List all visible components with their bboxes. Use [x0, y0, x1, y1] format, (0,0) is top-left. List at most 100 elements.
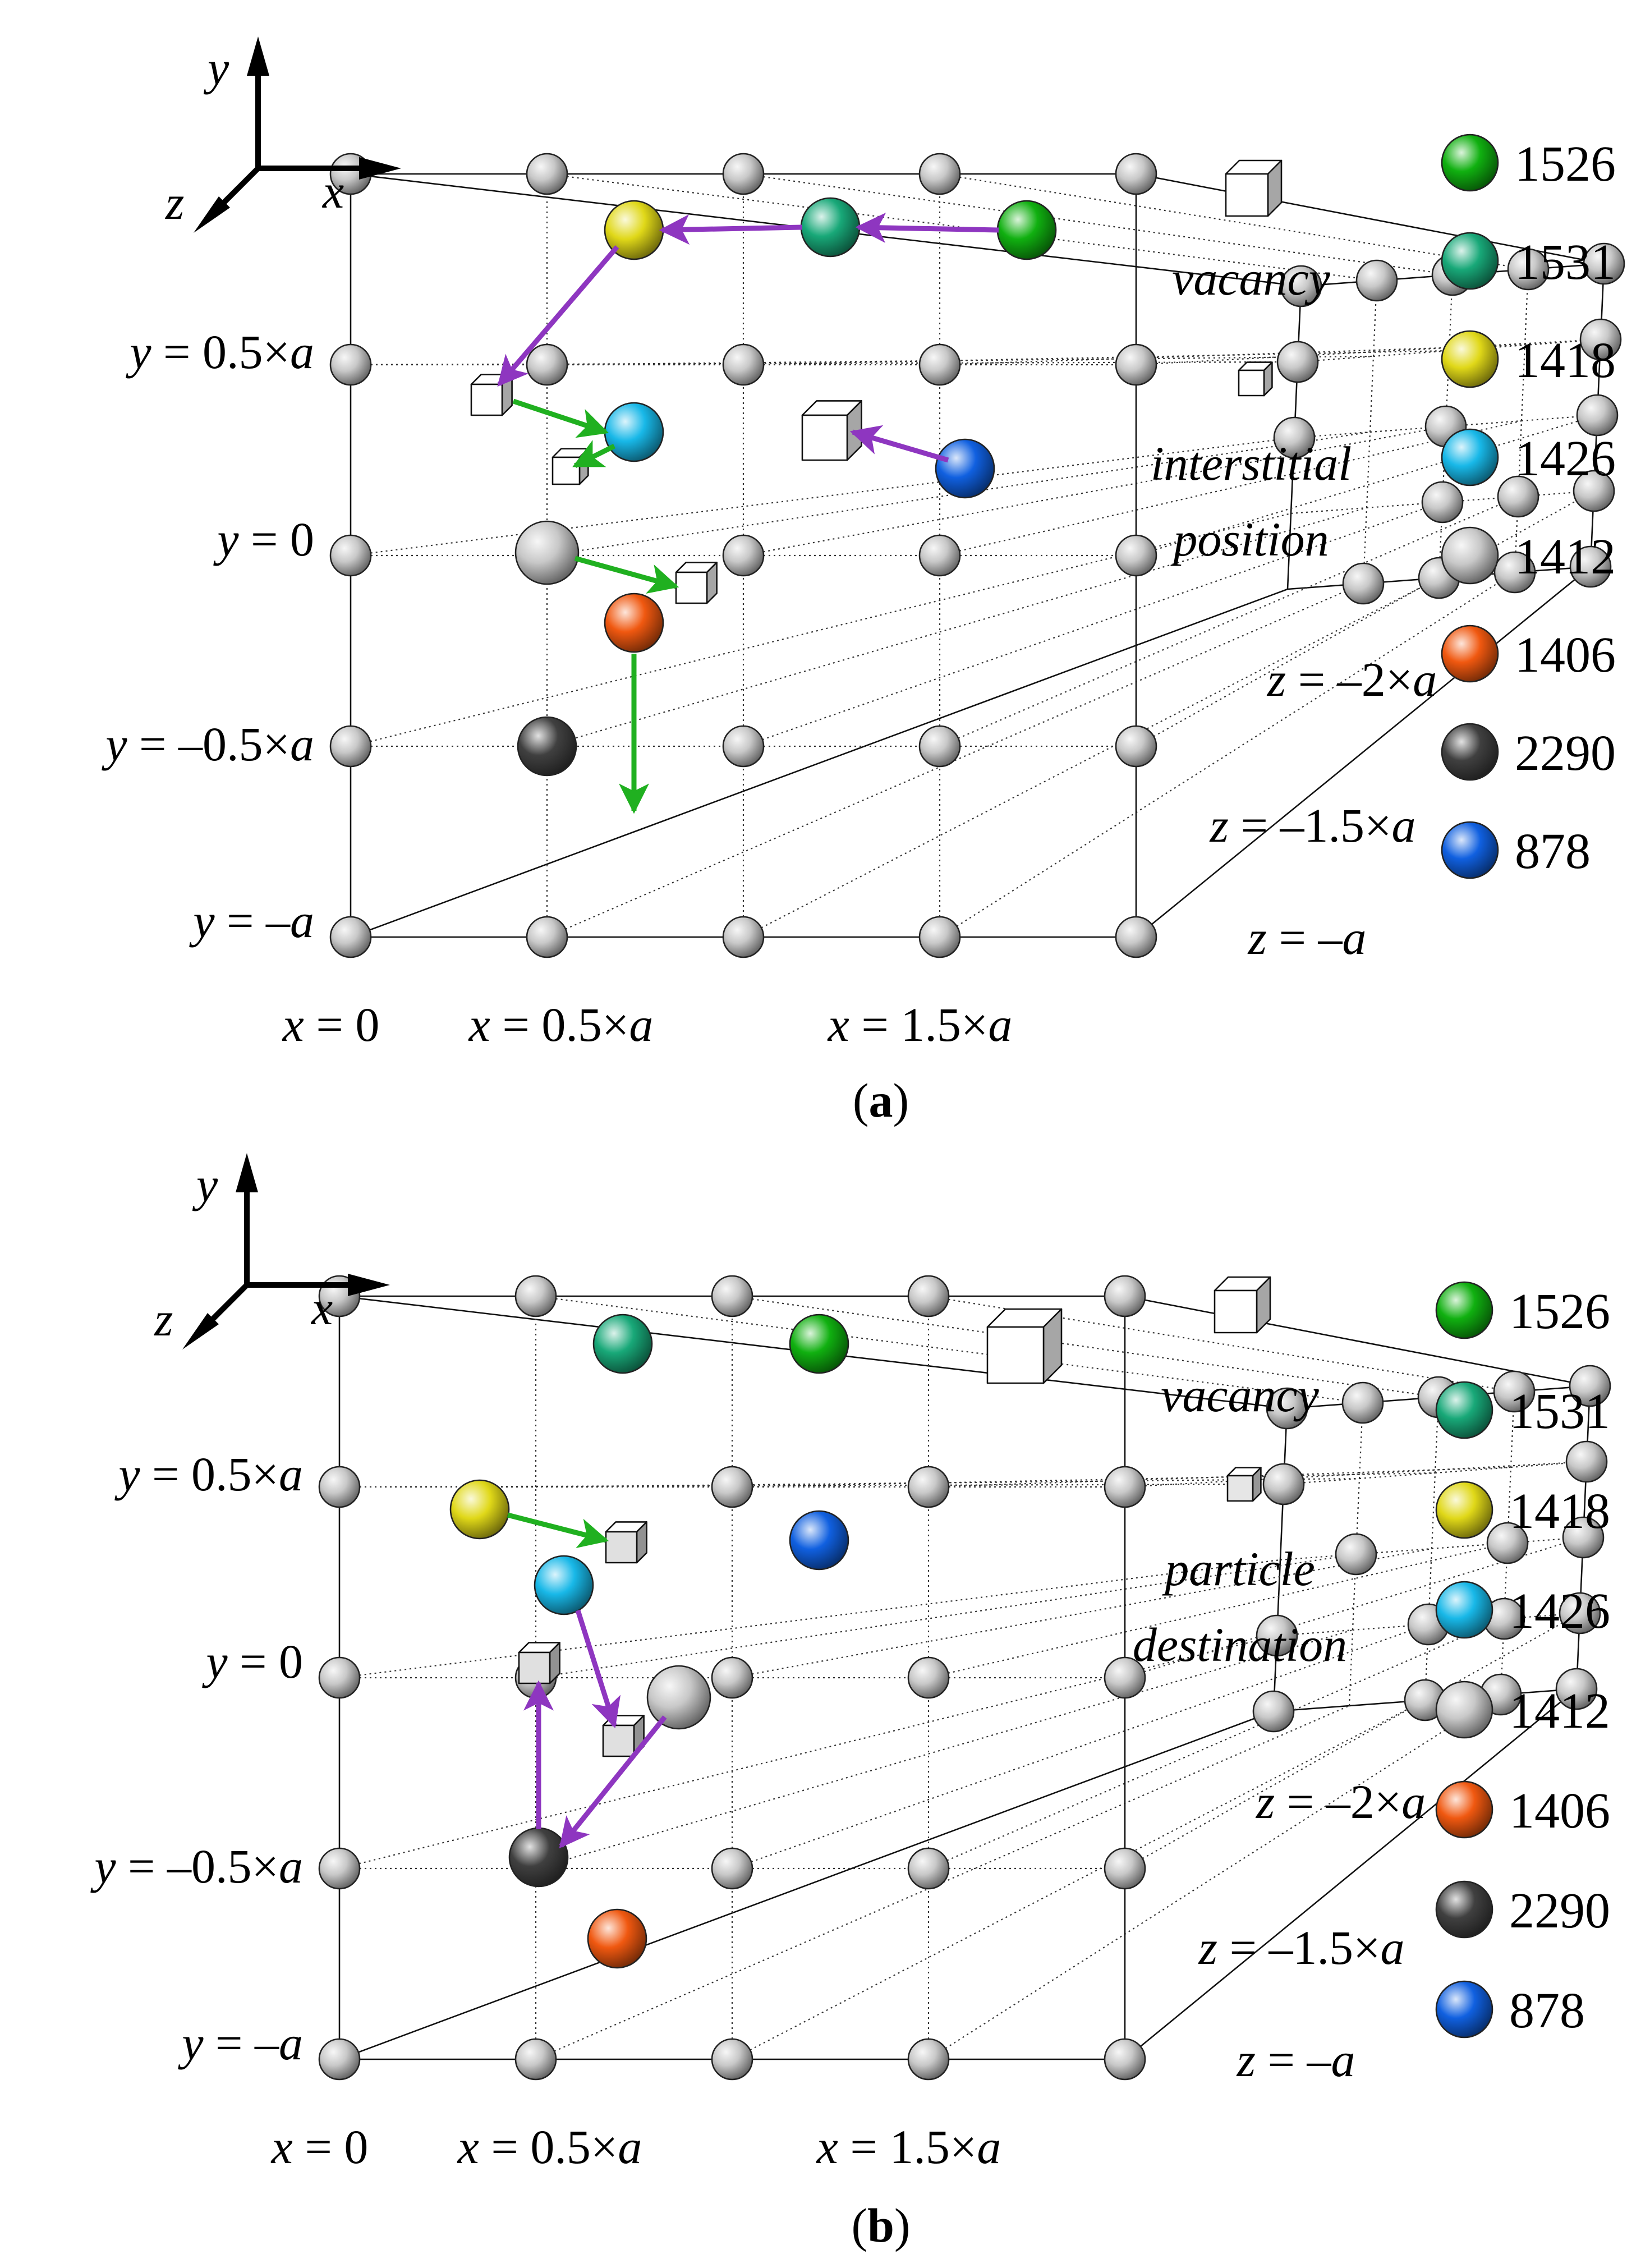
grid-line	[546, 507, 1367, 747]
panel-a-x-label: x = 1.5×a	[827, 998, 1013, 1052]
green-move-arrow	[572, 440, 616, 469]
panel-a-legend-label-1531: 1531	[1515, 235, 1616, 290]
panel-b-key-site-label: destination	[1133, 1618, 1347, 1672]
panel-a-atom-1412	[1569, 545, 1612, 588]
z-axis-label: z	[165, 176, 184, 229]
panel-a-atom-1412	[1583, 242, 1625, 285]
panel-b-atom-2290	[508, 1827, 569, 1888]
panel-a-legend-label-1426: 1426	[1515, 431, 1616, 486]
panel-a-caption: (a)	[853, 1073, 909, 1127]
grid-line	[1359, 1472, 1436, 1480]
panel-a-axis-triad: yxz	[165, 36, 401, 233]
panel-b-atom-1412	[318, 1847, 361, 1890]
panel-b-legend-label-2290: 2290	[1509, 1883, 1610, 1939]
panel-a-atom-1412	[1115, 725, 1157, 768]
panel-b-legend-swatch-2290	[1435, 1880, 1493, 1939]
panel-a-atom-1412	[1355, 259, 1398, 302]
panel-b-atom-1412	[1262, 1463, 1305, 1505]
panel-a-atom-1412	[329, 343, 372, 386]
grid-line	[743, 350, 1450, 366]
grid-line	[1366, 431, 1371, 508]
panel-b-z-label: z = –2×a	[1256, 1775, 1426, 1829]
panel-b-key-vacancy-cube	[1214, 1276, 1271, 1334]
panel-a-legend-swatch-878	[1441, 821, 1499, 879]
panel-b-y-label: y = –0.5×a	[90, 1839, 303, 1893]
panel-a-legend-label-1406: 1406	[1515, 627, 1616, 683]
grid-line	[732, 1700, 1426, 2060]
panel-a-atom-1412	[1276, 341, 1319, 383]
panel-b-atom-1412	[318, 2038, 361, 2081]
y-axis-label: y	[192, 1158, 218, 1211]
panel-b-atom-1412	[907, 2038, 950, 2081]
panel-a-legend-swatch-1418	[1441, 330, 1499, 388]
panel-b-atom-1412	[711, 2038, 753, 2081]
purple-move-arrow	[575, 1609, 621, 1729]
panel-a-legend-swatch-1426	[1441, 428, 1499, 486]
panel-b-atom-1406	[587, 1908, 647, 1969]
panel-a-atom-1412	[722, 343, 765, 386]
panel-a-atom-1412	[329, 916, 372, 958]
grid-line	[1136, 566, 1591, 938]
panel-b-atom-1412	[1266, 1387, 1308, 1430]
panel-a-atom-1412	[1115, 534, 1157, 577]
grid-line	[732, 1623, 1429, 1870]
panel-a-atom-1412	[526, 153, 568, 195]
panel-a-atom-1412	[918, 153, 961, 195]
grid-line	[1348, 1629, 1354, 1706]
panel-b-legend-swatch-878	[1435, 1980, 1493, 2039]
grid-line	[743, 577, 1440, 938]
panel-a-atom-1412	[1497, 475, 1539, 518]
panel-b-legend-swatch-1531	[1435, 1381, 1493, 1439]
panel-b-atom-1412	[646, 1665, 711, 1730]
panel-a-atom-1426	[604, 402, 664, 462]
panel-b-atom-1412	[1104, 1466, 1146, 1508]
panel-b-atom-1412	[1562, 1516, 1605, 1559]
panel-b-atom-1412	[318, 1656, 361, 1699]
grid-line	[939, 344, 1525, 366]
green-move-arrow	[512, 398, 609, 438]
panel-a-atom-1412	[918, 534, 961, 577]
panel-a-atom-878	[935, 438, 995, 499]
panel-b-atom-1412	[711, 1275, 753, 1317]
panel-b-atom-1531	[592, 1314, 653, 1374]
panel-b-legend-label-1526: 1526	[1509, 1284, 1610, 1339]
panel-a-y-label: y = 0.5×a	[125, 325, 314, 379]
panel-a-legend-swatch-2290	[1441, 723, 1499, 781]
panel-a-atom-1412	[1507, 248, 1550, 291]
grid-line	[1369, 356, 1375, 433]
panel-b-legend-label-1406: 1406	[1509, 1783, 1610, 1839]
panel-b-legend-label-1412: 1412	[1509, 1683, 1610, 1739]
panel-a-atom-1412	[722, 153, 765, 195]
panel-b-legend-label-878: 878	[1509, 1983, 1585, 2039]
panel-b-caption: (b)	[851, 2198, 910, 2252]
panel-b-atom-1412	[1341, 1381, 1384, 1424]
panel-b-x-label: x = 0	[270, 2120, 369, 2174]
panel-b-atom-1412	[1565, 1440, 1608, 1483]
purple-move-arrow	[855, 212, 999, 243]
panel-a-atom-1412	[1273, 416, 1316, 459]
panel-b-key-site-cube	[1226, 1467, 1262, 1502]
grid-line	[1431, 1472, 1436, 1549]
panel-b-atom-1412	[1104, 1656, 1146, 1699]
green-move-arrow	[574, 555, 679, 594]
panel-b-legend-swatch-1526	[1435, 1281, 1493, 1339]
panel-b-atom-1412	[1486, 1522, 1529, 1564]
panel-a-key-vacancy-label: vacancy	[1172, 251, 1331, 305]
panel-a-z-label: z = –a	[1248, 911, 1367, 965]
panel-a-atom-1412	[1576, 394, 1619, 437]
panel-a-atom-1412	[1579, 318, 1622, 361]
panel-b-vacancy-cube	[986, 1308, 1063, 1384]
panel-b-y-label: y = 0	[201, 1635, 303, 1688]
grid-line	[546, 355, 1374, 366]
panel-b-atom-1412	[711, 1656, 753, 1699]
panel-a-atom-2290	[517, 716, 577, 777]
panel-b-x-label: x = 0.5×a	[457, 2120, 642, 2174]
panel-a-atom-1412	[1280, 265, 1322, 307]
panel-a-interstitial-cube	[675, 562, 718, 604]
panel-a-atom-1412	[918, 916, 961, 958]
panel-a-atom-1526	[996, 200, 1057, 260]
panel-b-atom-878	[789, 1510, 849, 1571]
panel-a-atom-1531	[800, 197, 861, 258]
panel-a-key-site-label: position	[1170, 512, 1329, 566]
x-axis-label: x	[310, 1281, 333, 1335]
